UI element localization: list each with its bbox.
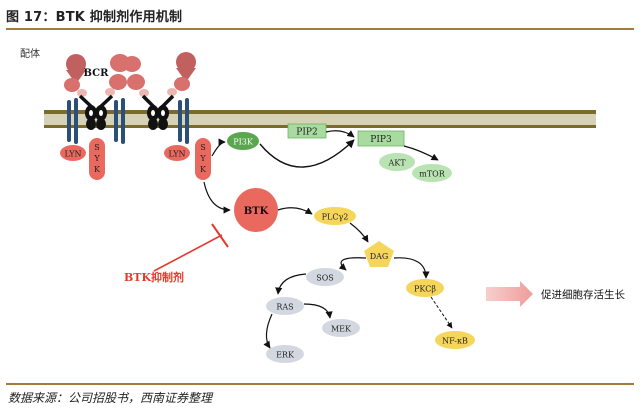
ras-to-mek-arrow bbox=[303, 303, 333, 319]
lyn-node-right bbox=[164, 145, 190, 161]
sos-label: SOS bbox=[316, 274, 334, 283]
lyn-node-left bbox=[60, 145, 86, 161]
syk-letter: K bbox=[200, 165, 207, 174]
pi3k-label: PI3K bbox=[233, 138, 254, 147]
source-note: 数据来源：公司招股书，西南证券整理 bbox=[8, 391, 213, 405]
plcg2-to-dag-arrow bbox=[349, 222, 369, 243]
syk-letter: Y bbox=[199, 154, 206, 163]
dag-to-sos-arrow bbox=[338, 257, 367, 271]
ligand-label: 配体 bbox=[20, 48, 40, 60]
ras-label: RAS bbox=[276, 303, 293, 312]
akt-node bbox=[379, 153, 415, 171]
erk-node bbox=[266, 345, 304, 363]
source-rule bbox=[6, 383, 634, 385]
mek-node bbox=[322, 319, 360, 337]
syk-node-right bbox=[195, 138, 211, 180]
pi3k-to-pip3-arrow bbox=[259, 139, 355, 168]
pip3-node bbox=[357, 130, 405, 147]
mek-to-erk-arrow bbox=[263, 313, 273, 349]
btk-node bbox=[234, 188, 278, 232]
figure-title: 图 17：BTK 抑制剂作用机制 bbox=[6, 10, 183, 25]
pi3k-node bbox=[227, 132, 259, 150]
bcr-receptor-left bbox=[64, 54, 130, 144]
bcr-receptor-right bbox=[123, 52, 196, 144]
title-rule bbox=[6, 28, 634, 30]
bcr-label: BCR bbox=[84, 68, 110, 79]
ligand-shape bbox=[66, 54, 86, 74]
nfkb-node bbox=[435, 331, 475, 349]
pip2-node bbox=[287, 123, 327, 139]
dag-node bbox=[364, 241, 394, 267]
syk-letter: K bbox=[94, 165, 101, 174]
lyn-label-right: LYN bbox=[168, 150, 185, 159]
ligand-shape bbox=[176, 52, 196, 72]
syk-letter: S bbox=[94, 143, 99, 152]
pkcb-to-nfkb-arrow bbox=[430, 296, 453, 329]
pkcb-node bbox=[406, 279, 444, 297]
syk-letter: S bbox=[200, 143, 205, 152]
plcg2-node bbox=[314, 207, 356, 225]
sos-node bbox=[306, 268, 344, 286]
ras-node bbox=[266, 297, 304, 315]
syk-letter: Y bbox=[93, 154, 100, 163]
akt-label: AKT bbox=[387, 159, 406, 168]
inhibitor-label: BTK抑制剂 bbox=[124, 270, 184, 284]
btk-label: BTK bbox=[244, 206, 269, 217]
syk-to-pi3k-arrow bbox=[211, 138, 226, 157]
erk-label: ERK bbox=[276, 351, 295, 360]
dag-label: DAG bbox=[370, 252, 389, 261]
btk-to-plcg2-arrow bbox=[277, 207, 313, 215]
outcome-arrow bbox=[486, 281, 533, 307]
inhibitor-bar bbox=[211, 223, 229, 248]
pip3-label: PIP3 bbox=[370, 135, 392, 145]
nfkb-label: NF-κB bbox=[442, 337, 468, 346]
pip3-to-akt-arrow bbox=[403, 145, 439, 161]
inhibitor-line bbox=[153, 234, 223, 272]
mek-label: MEK bbox=[331, 325, 352, 334]
lyn-label-left: LYN bbox=[64, 150, 81, 159]
pkcb-label: PKCβ bbox=[414, 285, 436, 294]
syk-to-btk-arrow bbox=[203, 181, 231, 214]
syk-vertical-label-right: SYK bbox=[199, 143, 207, 174]
mtor-node bbox=[412, 164, 452, 182]
sos-to-ras-arrow bbox=[275, 273, 307, 295]
syk-node-left bbox=[89, 138, 105, 180]
mtor-label: mTOR bbox=[419, 170, 445, 179]
pip2-to-pip3-arrow bbox=[325, 130, 355, 138]
outcome-label: 促进细胞存活生长 bbox=[541, 288, 625, 301]
dag-to-pkcb-arrow bbox=[393, 257, 430, 279]
pip2-label: PIP2 bbox=[296, 128, 317, 138]
plcg2-label: PLCγ2 bbox=[322, 213, 349, 222]
syk-vertical-label-left: SYK bbox=[93, 143, 101, 174]
